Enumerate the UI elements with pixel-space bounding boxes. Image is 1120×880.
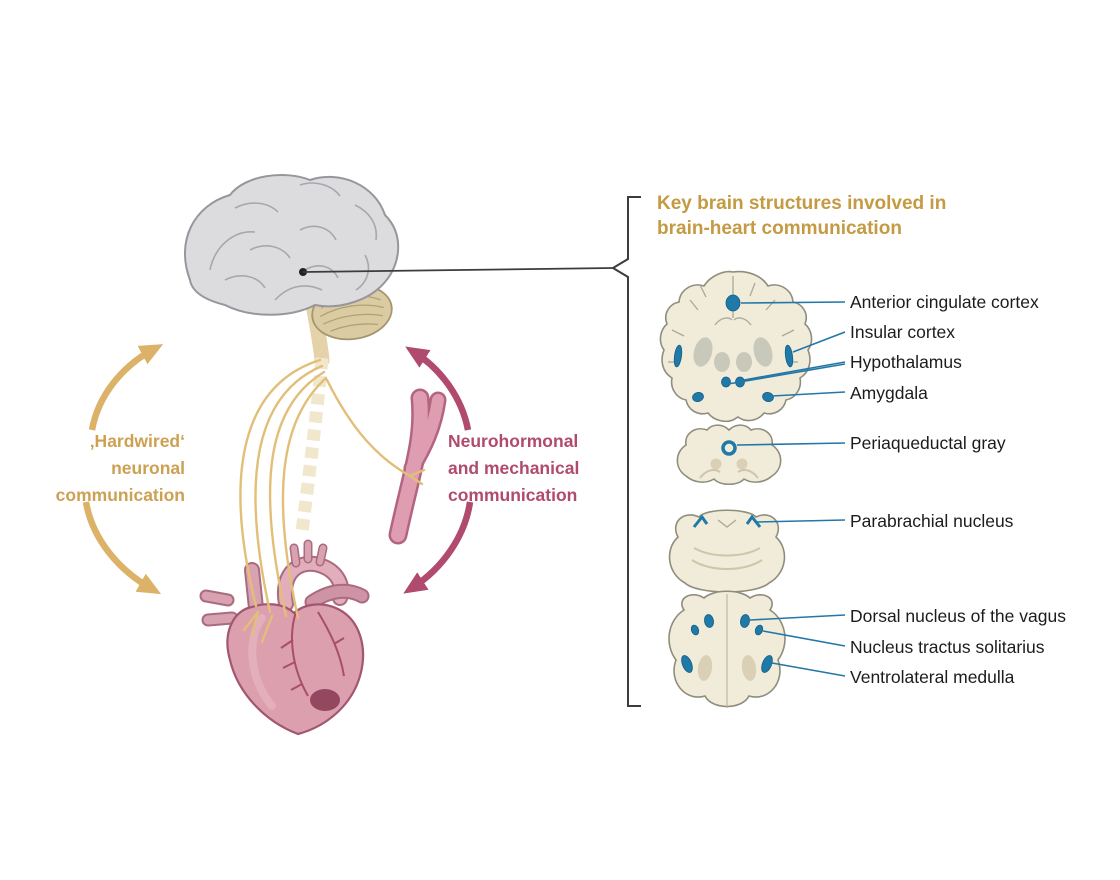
leader-nts xyxy=(762,630,846,647)
vlm-structure xyxy=(761,655,773,673)
label-ventrolateral-medulla: Ventrolateral medulla xyxy=(850,667,1015,687)
leader-pag xyxy=(736,442,846,446)
parabrachial-left-structure xyxy=(692,514,709,528)
hormonal-arrow-down xyxy=(403,501,474,594)
leader-insular xyxy=(792,331,846,353)
label-nucleus-tractus-solitarius: Nucleus tractus solitarius xyxy=(850,637,1045,657)
hormonal-arrow-up xyxy=(405,346,472,431)
leader-parabrachial xyxy=(756,519,846,523)
coronal-section xyxy=(659,270,813,423)
nts-structure xyxy=(690,624,700,636)
insula-left-structure xyxy=(673,344,683,368)
medulla-section xyxy=(668,590,786,708)
leader-vlm xyxy=(771,662,846,677)
label-amygdala: Amygdala xyxy=(850,383,928,403)
leader-hypothalamus xyxy=(743,361,846,381)
amygdala-right-structure xyxy=(762,392,774,402)
dorsal-vagus-structure xyxy=(704,614,714,628)
spinal-cord xyxy=(295,290,330,533)
insula-right-structure xyxy=(784,344,794,368)
hormonal-communication-label: Neurohormonal and mechanical communicati… xyxy=(448,431,580,505)
panel-title: Key brain structures involved in brain-h… xyxy=(657,191,987,241)
leader-vagus xyxy=(749,614,846,621)
label-periaqueductal-gray: Periaqueductal gray xyxy=(850,433,1006,453)
pag-structure xyxy=(721,440,737,456)
nts-structure xyxy=(754,624,764,636)
neuronal-arrow-down xyxy=(82,501,162,595)
neuronal-communication-label: ‚Hardwired‘ neuronal communication xyxy=(55,431,185,505)
label-parabrachial-nucleus: Parabrachial nucleus xyxy=(850,511,1014,531)
bracket xyxy=(299,196,641,707)
nerve-fibers xyxy=(239,358,426,644)
dorsal-vagus-structure xyxy=(740,614,750,628)
blood-vessel xyxy=(388,388,447,545)
midbrain-section xyxy=(676,424,782,486)
label-dorsal-nucleus-vagus: Dorsal nucleus of the vagus xyxy=(850,606,1066,626)
label-insular-cortex: Insular cortex xyxy=(850,322,956,342)
panel-title-line1: Key brain structures involved in xyxy=(657,193,947,214)
neuronal-arrow-up xyxy=(88,344,164,431)
label-anterior-cingulate-cortex: Anterior cingulate cortex xyxy=(850,292,1039,312)
vlm-structure xyxy=(681,655,693,673)
leader-amygdala xyxy=(771,391,846,397)
amygdala-left-structure xyxy=(692,392,704,402)
parabrachial-right-structure xyxy=(745,514,762,528)
leader-lines xyxy=(727,301,846,677)
acc-structure xyxy=(725,294,741,312)
heart-illustration xyxy=(199,539,370,736)
panel-title-line2: brain-heart communication xyxy=(657,218,902,239)
leader-acc xyxy=(740,301,846,304)
hormonal-arrows xyxy=(403,346,474,594)
label-hypothalamus: Hypothalamus xyxy=(850,352,962,372)
hypothalamus-structure xyxy=(721,376,731,388)
brain-illustration xyxy=(184,174,400,316)
neuronal-arrows xyxy=(82,344,164,595)
leader-hypothalamus xyxy=(727,363,846,385)
pons-section xyxy=(668,509,786,593)
infarct-patch xyxy=(310,689,340,711)
pointer-line xyxy=(302,267,614,273)
